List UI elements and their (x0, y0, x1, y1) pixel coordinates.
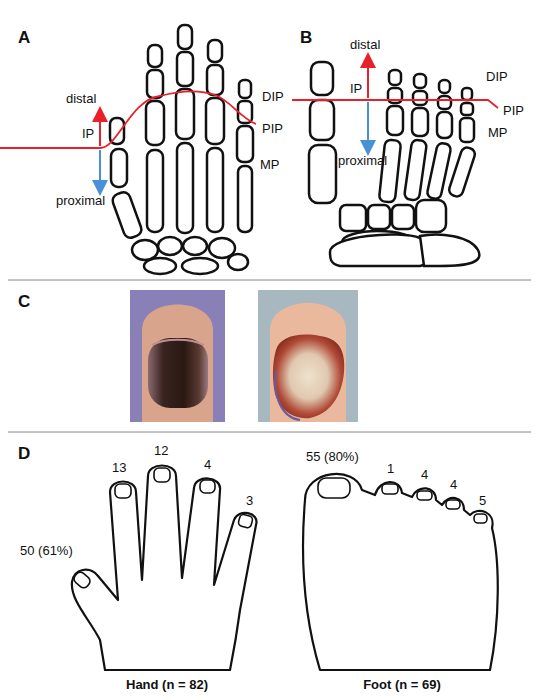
direction-label: proximal (338, 154, 387, 169)
count-label: 1 (387, 462, 394, 477)
count-label: 5 (479, 494, 486, 509)
count-label: 55 (80%) (306, 450, 359, 465)
joint-label: DIP (486, 70, 508, 85)
count-label: 4 (450, 478, 457, 493)
direction-label: distal (350, 38, 380, 53)
count-label: 13 (112, 461, 126, 476)
count-label: 12 (154, 444, 168, 459)
count-label: 3 (246, 494, 253, 509)
joint-label: MP (488, 126, 508, 141)
joint-label: IP (350, 82, 362, 97)
caption-label: Hand (n = 82) (126, 678, 208, 693)
direction-label: proximal (56, 194, 105, 209)
panel-letter: C (18, 292, 30, 312)
caption-label: Foot (n = 69) (363, 678, 441, 693)
count-label: 4 (421, 468, 428, 483)
count-label: 4 (204, 458, 211, 473)
joint-label: DIP (262, 90, 284, 105)
joint-label: MP (260, 158, 280, 173)
joint-label: PIP (503, 104, 524, 119)
direction-label: distal (66, 92, 96, 107)
panel-letter: B (300, 28, 312, 48)
count-label: 50 (61%) (20, 544, 73, 559)
panel-letter: D (18, 444, 30, 464)
panel-letter: A (18, 28, 30, 48)
joint-label: PIP (262, 122, 283, 137)
joint-label: IP (82, 127, 94, 142)
